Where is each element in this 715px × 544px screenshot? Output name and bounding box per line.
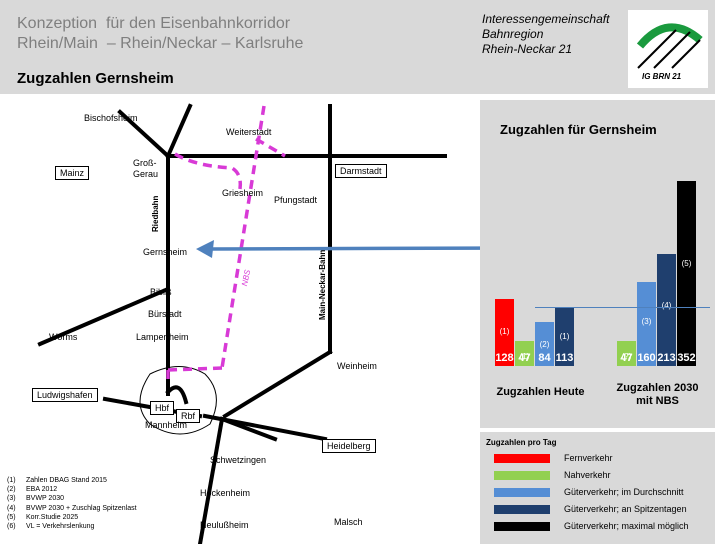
org-line-3: Rhein-Neckar 21 (482, 42, 573, 56)
chart-bar: 352 (5) (677, 181, 696, 366)
train-count-chart: Zugzahlen für Gernsheim 128(1)47(1)84(2)… (480, 100, 715, 428)
place-bischofsheim: Bischofsheim (84, 113, 138, 123)
legend-label: Güterverkehr; an Spitzentagen (564, 504, 687, 514)
chart-bar: 113 (1) (555, 307, 574, 366)
place-gernsheim: Gernsheim (143, 247, 188, 257)
bar-source-note: (2) (539, 340, 550, 349)
bar-source-note: (4) (661, 301, 672, 310)
logo-text: IG BRN 21 (642, 72, 682, 81)
place-biblis: Biblis (150, 287, 172, 297)
bar-value-label: 47 (620, 352, 633, 364)
place-ludwigshafen: Ludwigshafen (32, 388, 98, 402)
footnote-text: BVWP 2030 + Zuschlag Spitzenlast (26, 504, 137, 512)
bar-value-label: 84 (538, 352, 551, 364)
place-gross-gerau: Groß- Gerau (133, 158, 159, 179)
footnote: (5) Korr.Studie 2025 (7, 513, 137, 522)
chart-bar: 47(?) (617, 341, 636, 366)
footnote-text: EBA 2012 (26, 486, 58, 494)
footnotes: (1) Zahlen DBAG Stand 2015 (2) EBA 2012 (3… (7, 476, 137, 531)
legend-swatch (494, 522, 550, 531)
footnote-key: (6) (7, 523, 16, 531)
footnote-text: Zahlen DBAG Stand 2015 (26, 477, 107, 484)
place-worms: Worms (49, 332, 78, 342)
bar-value-label: 47 (518, 352, 531, 364)
place-pfungstadt: Pfungstadt (274, 195, 318, 205)
footnote: (4) BVWP 2030 + Zuschlag Spitzenlast (7, 504, 137, 513)
place-darmstadt: Darmstadt (335, 164, 387, 178)
footnote-key: (3) (7, 495, 16, 503)
chart-bar: 47(1) (515, 341, 534, 366)
bar-source-note: (1) (519, 352, 530, 361)
legend-swatch (494, 471, 550, 480)
title-line-2: Rhein/Main – Rhein/Neckar – Karlsruhe (17, 35, 304, 52)
bar-source-note: (1) (559, 332, 570, 341)
station-rbf: Rbf (176, 409, 201, 423)
legend-swatch (494, 505, 550, 514)
bar-source-note: (1) (499, 327, 510, 336)
group-label-heute: Zugzahlen Heute (496, 386, 585, 398)
footnote-text: BVWP 2030 (26, 495, 65, 503)
bar-source-note: (5) (681, 259, 692, 268)
legend-swatch (494, 488, 550, 497)
bar-value-label: 352 (677, 352, 696, 364)
nbs-track (166, 105, 286, 384)
place-lampertheim: Lampertheim (136, 332, 189, 342)
footnote-key: (5) (7, 513, 16, 521)
legend-label: Güterverkehr; im Durchschnitt (564, 487, 684, 497)
legend-label: Fernverkehr (564, 453, 613, 463)
place-mainz: Mainz (55, 166, 90, 180)
bar-value-label: 213 (657, 352, 676, 364)
chart-bar: 128 (1) (495, 299, 514, 366)
place-malsch: Malsch (334, 517, 363, 527)
place-weiterstadt: Weiterstadt (226, 127, 272, 137)
chart-bar: 84(2) (535, 322, 554, 366)
bar-value-label: 160 (637, 352, 656, 364)
station-hbf: Hbf (150, 401, 175, 415)
footnote: (6) VL = Verkehrslenkung (7, 522, 137, 531)
footnote-key: (4) (7, 504, 16, 512)
place-buerstadt: Bürstadt (148, 309, 182, 319)
slide-subtitle: Zugzahlen Gernsheim (17, 70, 174, 87)
footnote-text: Korr.Studie 2025 (26, 513, 79, 521)
org-line-1: Interessengemeinschaft (482, 12, 610, 26)
place-weinheim: Weinheim (337, 361, 377, 371)
chart-title: Zugzahlen für Gernsheim (500, 122, 657, 137)
chart-legend: Zugzahlen pro Tag Fernverkehr Nahverkehr… (480, 432, 715, 544)
railway-map (37, 103, 480, 544)
gernsheim-pointer-arrow (196, 240, 480, 258)
footnote-text: VL = Verkehrslenkung (26, 523, 95, 531)
footnote: (1) Zahlen DBAG Stand 2015 (7, 476, 137, 485)
bar-value-label: 128 (495, 352, 514, 364)
ig-brn-logo: IG BRN 21 (628, 10, 708, 88)
footnote: (3) BVWP 2030 (7, 494, 137, 503)
line-label-riedbahn: Riedbahn (151, 195, 160, 232)
place-schwetzingen: Schwetzingen (210, 455, 267, 465)
footnote-key: (1) (7, 477, 16, 484)
organisation-name: Interessengemeinschaft Bahnregion Rhein-… (482, 12, 609, 57)
legend-label: Güterverkehr; maximal möglich (564, 521, 689, 531)
title-line-1: Konzeption für den Eisenbahnkorridor (17, 15, 291, 32)
legend-swatch (494, 454, 550, 463)
bar-value-label: 113 (555, 352, 574, 364)
place-neulussheim: Neulußheim (200, 520, 249, 530)
bar-source-note: (?) (621, 352, 632, 361)
legend-title: Zugzahlen pro Tag (486, 438, 557, 447)
reference-line (535, 307, 710, 308)
chart-bar: 213 (4) (657, 254, 676, 366)
place-griesheim: Griesheim (222, 188, 264, 198)
footnote-key: (2) (7, 486, 16, 494)
group-label-2030: Zugzahlen 2030 mit NBS (616, 382, 699, 407)
legend-label: Nahverkehr (564, 470, 611, 480)
org-line-2: Bahnregion (482, 27, 544, 41)
footnote: (2) EBA 2012 (7, 485, 137, 494)
place-mannheim: Mannheim (145, 420, 188, 430)
logo-rails-icon (636, 23, 703, 69)
place-heidelberg: Heidelberg (322, 439, 376, 453)
chart-bar: 160 (3) (637, 282, 656, 366)
bar-source-note: (3) (641, 317, 652, 326)
line-label-main-neckar-bahn: Main-Neckar-Bahn (318, 249, 327, 320)
place-hockenheim: Hockenheim (200, 488, 251, 498)
